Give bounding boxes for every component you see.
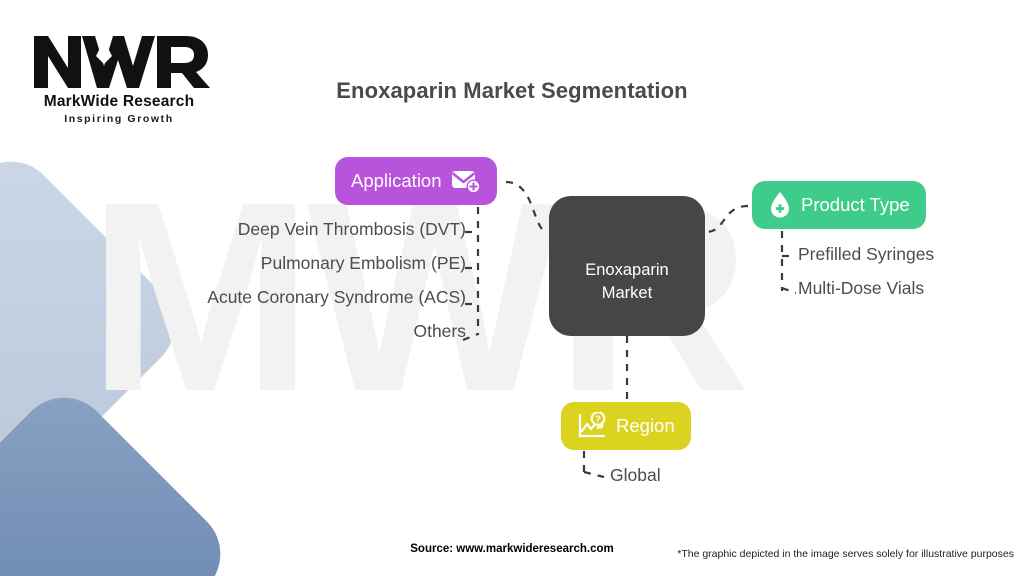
category-badge-product-type[interactable]: Product Type: [752, 181, 926, 229]
leaf-item: Deep Vein Thrombosis (DVT): [237, 219, 466, 239]
leaf-item: Global: [610, 465, 661, 485]
center-node: Enoxaparin Market: [549, 196, 705, 336]
leaf-group-application: Deep Vein Thrombosis (DVT) Pulmonary Emb…: [207, 219, 466, 357]
svg-text:?: ?: [595, 414, 601, 424]
connector-producttype-to-center: [705, 204, 749, 234]
leaf-item: Multi-Dose Vials: [798, 277, 925, 298]
category-badge-application[interactable]: Application: [335, 157, 497, 205]
category-label-application: Application: [351, 170, 442, 191]
connector-leaf-vials: [781, 286, 797, 295]
source-text: Source: www.markwideresearch.com: [410, 543, 614, 555]
category-badge-region[interactable]: ? Region: [561, 402, 691, 450]
chart-question-icon: ?: [577, 412, 607, 440]
connector-leaf-others: [462, 332, 479, 342]
leaf-item: Pulmonary Embolism (PE): [260, 253, 466, 273]
envelope-plus-icon: [451, 168, 481, 194]
connector-leaf-global: [583, 470, 605, 479]
leaf-group-product-type: Prefilled Syringes Multi-Dose Vials: [798, 244, 935, 313]
category-label-region: Region: [616, 415, 675, 436]
category-label-product-type: Product Type: [801, 194, 910, 215]
center-label-line2: Market: [601, 283, 653, 302]
leaf-item: Others: [413, 321, 466, 341]
center-label-line1: Enoxaparin: [585, 261, 669, 280]
logo-tagline: Inspiring Growth: [64, 113, 174, 125]
center-node-label: Enoxaparin Market: [585, 259, 668, 304]
page-title: Enoxaparin Market Segmentation: [336, 78, 688, 103]
mwr-logo-mark: [34, 36, 210, 88]
leaf-item: Prefilled Syringes: [798, 244, 935, 264]
disclaimer-text: *The graphic depicted in the image serve…: [677, 548, 1014, 560]
logo-company-name: MarkWide Research: [43, 93, 195, 110]
droplet-cross-icon: [768, 191, 792, 219]
company-logo: MarkWide Research Inspiring Growth: [24, 30, 214, 125]
connector-application-to-center: [505, 180, 549, 234]
leaf-item: Acute Coronary Syndrome (ACS): [207, 287, 466, 307]
leaf-group-region: Global: [610, 465, 661, 485]
